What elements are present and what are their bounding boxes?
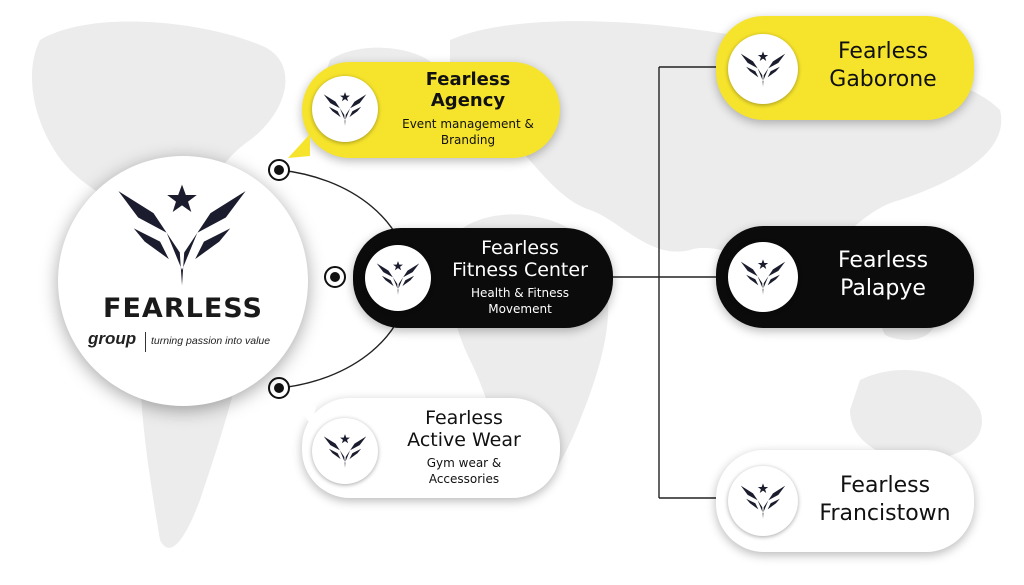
branch-francistown-card[interactable]: Fearless Francistown [716, 450, 974, 552]
fearless-star-wings-logo-icon [118, 184, 246, 286]
tagline-text: turning passion into value [151, 335, 271, 347]
division-active-wear-logo-icon [312, 418, 378, 484]
connector-node-middle [324, 266, 346, 288]
branch-palapye-text: Fearless Palapye [808, 247, 958, 302]
division-active-wear-text: Fearless Active Wear Gym wear & Accessor… [384, 407, 544, 487]
fearless-group-logo: FEARLESS group turning passion into valu… [58, 156, 308, 406]
branch-gaborone-text: Fearless Gaborone [808, 38, 958, 93]
division-fitness-center-title: Fearless Fitness Center [452, 237, 588, 282]
speech-tail [288, 134, 310, 158]
division-agency-description: Event management & Branding [402, 116, 534, 147]
connector-node-top [268, 159, 290, 181]
connector-node-bottom [268, 377, 290, 399]
division-agency-card[interactable]: Fearless Agency Event management & Brand… [288, 62, 560, 158]
division-fitness-center-text: Fearless Fitness Center Health & Fitness… [435, 237, 605, 317]
division-agency-text: Fearless Agency Event management & Brand… [388, 69, 548, 148]
division-active-wear-description: Gym wear & Accessories [426, 456, 502, 487]
branch-palapye-logo-icon [728, 242, 798, 312]
group-label: group [88, 329, 137, 348]
branch-francistown-logo-icon [728, 466, 798, 536]
branch-palapye-card[interactable]: Fearless Palapye [716, 226, 974, 328]
division-active-wear-title: Fearless Active Wear [407, 407, 521, 452]
tagline-divider [145, 332, 146, 352]
division-agency-logo-icon [312, 76, 378, 142]
branch-francistown-text: Fearless Francistown [804, 472, 966, 527]
branch-gaborone-title: Fearless Gaborone [829, 39, 937, 92]
division-fitness-center-card[interactable]: Fearless Fitness Center Health & Fitness… [353, 228, 613, 328]
branch-palapye-title: Fearless Palapye [837, 248, 929, 301]
branch-francistown-title: Fearless Francistown [819, 473, 951, 526]
branch-gaborone-card[interactable]: Fearless Gaborone [716, 16, 974, 120]
speech-tail [292, 400, 316, 426]
fearless-wordmark: FEARLESS [103, 293, 263, 324]
division-fitness-center-logo-icon [365, 245, 431, 311]
division-active-wear-card[interactable]: Fearless Active Wear Gym wear & Accessor… [292, 398, 560, 498]
tagline-row: group turning passion into value [88, 329, 288, 354]
division-fitness-center-description: Health & Fitness Movement [471, 286, 569, 317]
division-agency-title: Fearless Agency [425, 69, 511, 111]
branch-gaborone-logo-icon [728, 34, 798, 104]
